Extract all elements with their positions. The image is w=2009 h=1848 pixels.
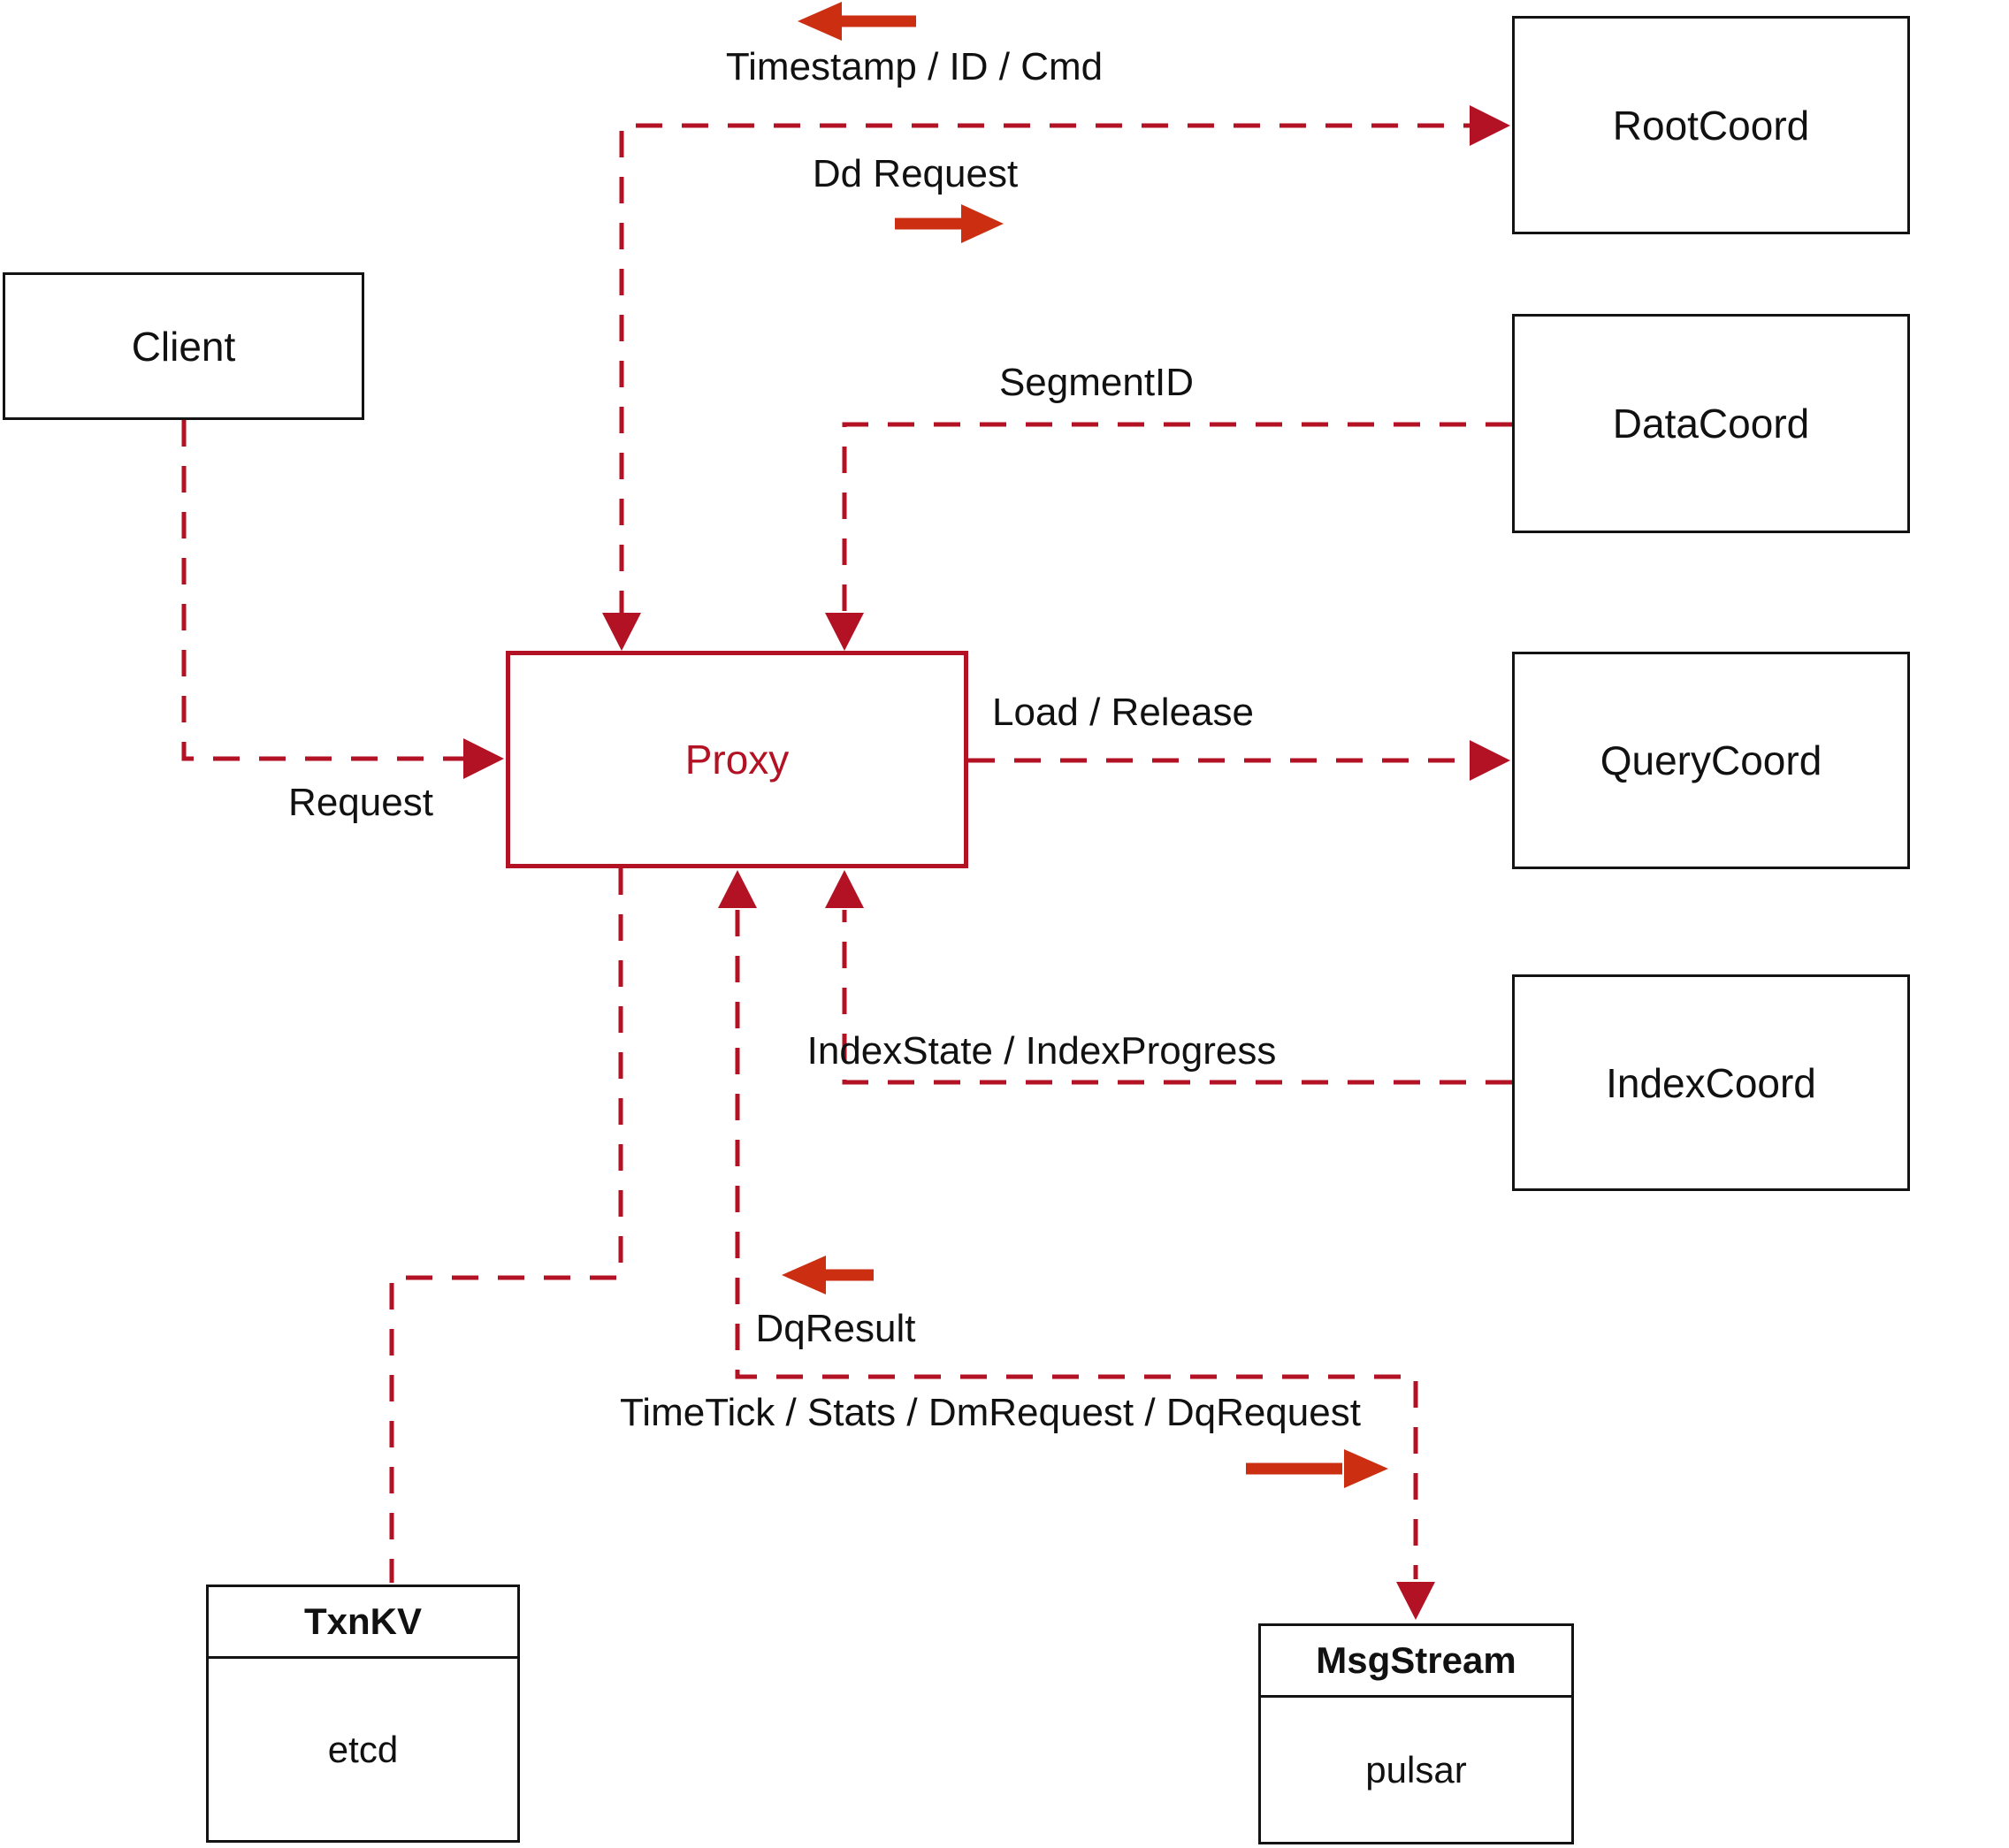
direction-arrow-left-timestamp: [798, 2, 916, 41]
node-client: Client: [3, 272, 364, 420]
node-querycoord-label: QueryCoord: [1600, 737, 1822, 783]
arrowhead-into-querycoord: [1470, 740, 1510, 781]
node-msgstream-title: MsgStream: [1261, 1626, 1571, 1698]
direction-arrow-left-dqresult-head: [782, 1256, 826, 1294]
edge-proxy-msgstream: [735, 910, 1418, 1579]
edge-label-timestamp-id-cmd: Timestamp / ID / Cmd: [725, 45, 1104, 88]
node-rootcoord: RootCoord: [1512, 16, 1910, 234]
arrowhead-into-proxy-top-left: [602, 613, 641, 651]
node-txnkv-title: TxnKV: [209, 1587, 517, 1659]
node-txnkv-impl: etcd: [327, 1728, 399, 1770]
edge-label-load-release: Load / Release: [992, 691, 1254, 734]
node-querycoord: QueryCoord: [1512, 652, 1910, 869]
node-datacoord: DataCoord: [1512, 314, 1910, 533]
direction-arrow-right-dd-request: [895, 204, 1004, 243]
edge-proxy-rootcoord: [619, 123, 1470, 617]
edge-label-indexstate-indexprogress: IndexState / IndexProgress: [806, 1029, 1277, 1073]
edge-proxy-to-txnkv: [389, 868, 623, 1583]
arrowhead-into-proxy-bottom-right: [825, 870, 864, 908]
edge-datacoord-to-proxy: [842, 422, 1512, 611]
arrowhead-into-proxy-top-right: [825, 613, 864, 651]
edge-client-to-proxy: [181, 420, 488, 761]
node-msgstream-impl: pulsar: [1365, 1748, 1467, 1791]
node-msgstream: MsgStream pulsar: [1258, 1623, 1574, 1844]
arrowhead-into-proxy-left: [463, 738, 504, 779]
direction-arrow-right-timetick: [1246, 1449, 1388, 1488]
direction-arrow-left-timestamp-head: [798, 2, 842, 41]
edge-label-segmentid: SegmentID: [998, 361, 1195, 404]
direction-arrow-left-dqresult: [782, 1256, 874, 1294]
arrowhead-into-msgstream: [1396, 1582, 1435, 1620]
node-proxy-label: Proxy: [684, 737, 790, 783]
edge-label-dqresult: DqResult: [755, 1307, 916, 1350]
arrowhead-into-rootcoord: [1470, 105, 1510, 146]
node-indexcoord-label: IndexCoord: [1606, 1059, 1816, 1106]
node-txnkv: TxnKV etcd: [206, 1585, 520, 1843]
node-proxy: Proxy: [506, 651, 968, 868]
direction-arrow-right-timetick-head: [1344, 1449, 1388, 1488]
edge-label-request: Request: [288, 781, 433, 824]
direction-arrow-right-dd-request-head: [961, 204, 1004, 243]
node-rootcoord-label: RootCoord: [1612, 102, 1810, 149]
node-datacoord-label: DataCoord: [1612, 401, 1810, 447]
node-client-label: Client: [131, 323, 236, 370]
edge-label-dd-request: Dd Request: [812, 152, 1019, 195]
edge-label-timetick-stats-dmrequest-dqrequest: TimeTick / Stats / DmRequest / DqRequest: [620, 1391, 1361, 1434]
edge-indexcoord-to-proxy: [842, 910, 1512, 1085]
node-indexcoord: IndexCoord: [1512, 974, 1910, 1191]
arrowhead-into-proxy-bottom-left: [718, 870, 757, 908]
